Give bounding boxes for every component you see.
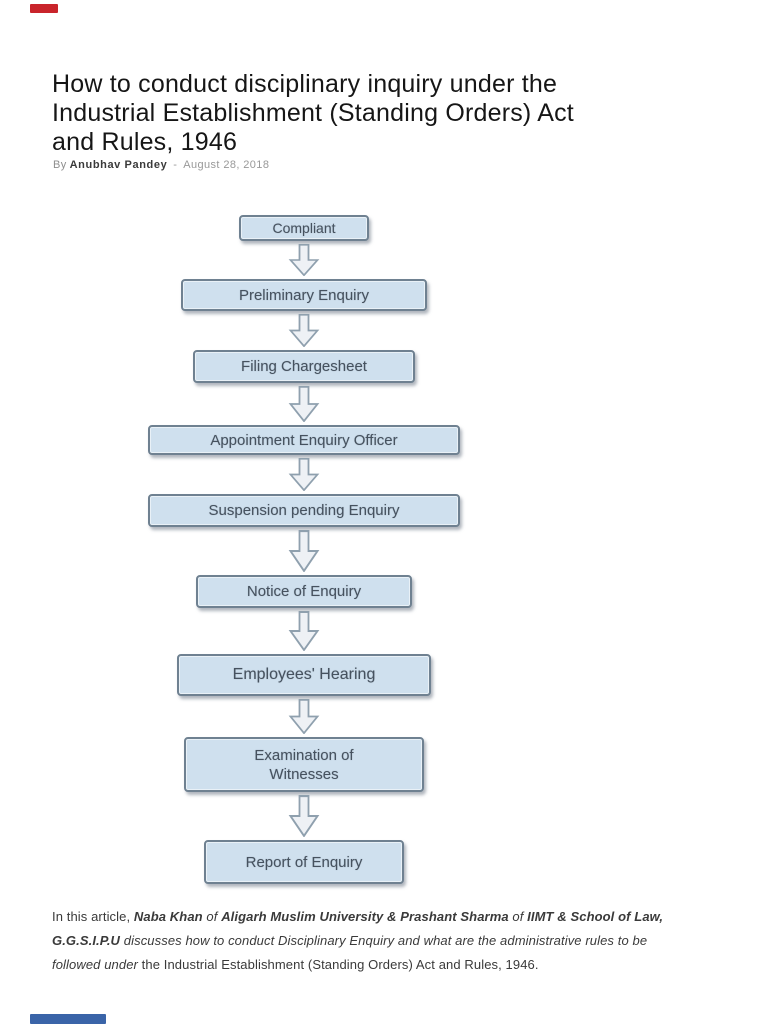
title-line: and Rules, 1946 <box>52 128 238 156</box>
flow-step-label: Compliant <box>272 220 336 236</box>
down-arrow-icon <box>286 696 322 737</box>
article-title: How to conduct disciplinary inquiry unde… <box>52 70 597 157</box>
publish-date: August 28, 2018 <box>183 159 270 171</box>
bottom-blue-strip <box>30 1014 106 1024</box>
author-name-text: Naba Khan <box>133 909 203 924</box>
flow-step-label: Filing Chargesheet <box>241 358 367 375</box>
top-red-strip <box>30 4 58 13</box>
flow-step-suspension-pending-enquiry: Suspension pending Enquiry <box>148 494 460 527</box>
down-arrow-icon <box>286 311 322 350</box>
down-arrow-icon <box>286 455 322 494</box>
intro-text: discusses how to conduct Disciplinary En… <box>52 933 648 972</box>
flow-step-label: Preliminary Enquiry <box>238 286 370 304</box>
flow-step-label: Examination of Witnesses <box>254 746 354 783</box>
intro-text: of <box>508 909 528 924</box>
flow-step-notice-of-enquiry: Notice of Enquiry <box>196 575 412 608</box>
flow-step-employees-hearing: Employees' Hearing <box>177 654 431 696</box>
university-name-text: Aligarh Muslim University & Prashant Sha… <box>221 909 509 924</box>
intro-text: of <box>202 909 222 924</box>
down-arrow-icon <box>286 608 322 654</box>
down-arrow-icon <box>286 527 322 575</box>
author-link[interactable]: Anubhav Pandey <box>69 159 168 171</box>
flow-step-preliminary-enquiry: Preliminary Enquiry <box>181 279 427 311</box>
intro-text: In this article, <box>52 909 134 924</box>
flow-step-label: Report of Enquiry <box>245 853 363 871</box>
flow-step-filing-chargesheet: Filing Chargesheet <box>193 350 415 383</box>
flow-step-label: Employees' Hearing <box>232 666 376 683</box>
intro-paragraph: In this article, Naba Khan of Aligarh Mu… <box>52 905 672 977</box>
flowchart-figure: Compliant Preliminary Enquiry Filing Cha… <box>0 215 608 884</box>
flow-step-label: Appointment Enquiry Officer <box>210 431 398 449</box>
title-line: Industrial Establishment (Standing Order… <box>52 99 574 127</box>
byline-separator: - <box>173 159 178 171</box>
down-arrow-icon <box>286 792 322 840</box>
institute-name-text: IIMT & School of Law, G.G.S.I.P.U <box>52 909 664 948</box>
flow-step-examination-of-witnesses: Examination of Witnesses <box>184 737 424 792</box>
intro-text: the Industrial Establishment (Standing O… <box>137 957 539 972</box>
down-arrow-icon <box>286 241 322 279</box>
flow-step-compliant: Compliant <box>239 215 369 241</box>
flow-step-label: Suspension pending Enquiry <box>208 502 400 519</box>
down-arrow-icon <box>286 383 322 425</box>
byline-prefix: By <box>53 159 67 171</box>
title-line: How to conduct disciplinary inquiry unde… <box>52 70 558 98</box>
flow-step-report-of-enquiry: Report of Enquiry <box>204 840 404 884</box>
flow-step-appointment-enquiry-officer: Appointment Enquiry Officer <box>148 425 460 455</box>
flow-step-label: Notice of Enquiry <box>246 583 362 600</box>
